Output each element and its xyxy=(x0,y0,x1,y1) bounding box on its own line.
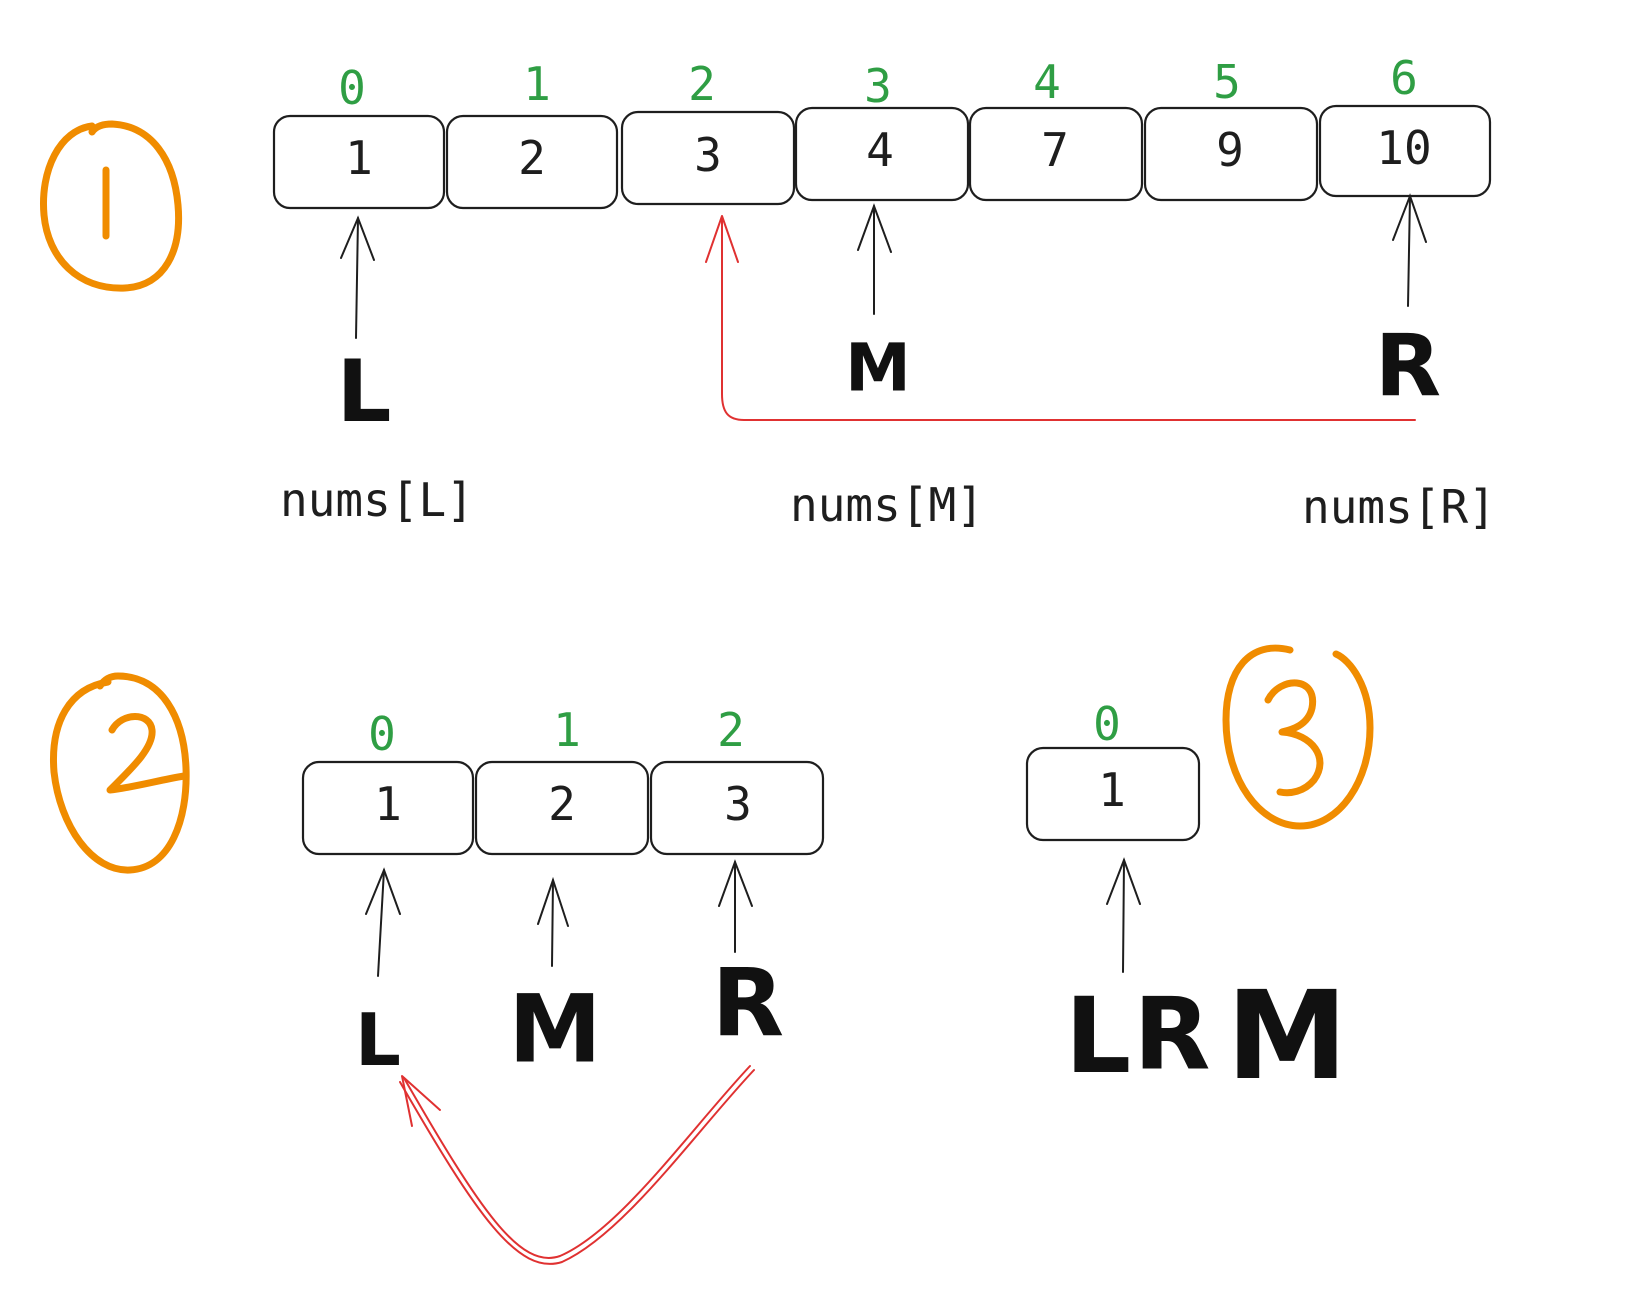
step-2-pointer-R: R xyxy=(712,950,784,1059)
step-3-badge-numeral xyxy=(1264,679,1324,797)
step-2-array: 1 0 2 1 3 2 xyxy=(301,703,825,856)
step-1-badge-circle xyxy=(39,120,183,292)
cell-value: 1 xyxy=(345,131,373,185)
step-1-pointer-M-arrow xyxy=(857,203,892,315)
step-1-expression-mid: nums[M] xyxy=(790,478,984,532)
step-1-move-arrow xyxy=(705,215,1416,421)
step-1-pointer-R: R xyxy=(1375,316,1441,416)
array-cell: 1 0 xyxy=(301,707,475,856)
cell-value: 9 xyxy=(1216,123,1244,177)
cell-index: 5 xyxy=(1213,55,1241,109)
step-3-pointer-L: L xyxy=(1065,975,1131,1097)
cell-index: 1 xyxy=(553,703,581,757)
cell-value: 10 xyxy=(1376,121,1431,175)
array-cell: 2 1 xyxy=(474,703,650,856)
array-cell: 1 0 xyxy=(1025,697,1201,842)
cell-index: 1 xyxy=(523,57,551,111)
step-1-pointer-R-arrow xyxy=(1392,193,1427,307)
step-1-pointer-L: L xyxy=(337,342,392,442)
cell-index: 0 xyxy=(338,61,366,115)
step-1: 1 1 0 2 1 3 2 4 3 xyxy=(39,51,1496,534)
step-1-expression-right: nums[R] xyxy=(1302,480,1496,534)
step-3-badge-circle xyxy=(1222,644,1374,830)
step-2-pointer-M: M xyxy=(508,976,602,1085)
step-2: 2 1 0 2 1 3 2 xyxy=(49,672,825,1265)
array-cell: 2 1 xyxy=(445,57,619,210)
step-2-pointer-L: L xyxy=(355,998,401,1082)
step-3-array: 1 0 xyxy=(1025,697,1201,842)
step-1-array: 1 0 2 1 3 2 4 3 7 4 xyxy=(272,51,1492,210)
step-2-pointer-M-arrow xyxy=(537,876,569,967)
step-3-pointer-arrow xyxy=(1106,857,1141,973)
cell-index: 4 xyxy=(1033,55,1061,109)
cell-index: 2 xyxy=(717,703,745,757)
cell-value: 3 xyxy=(694,128,722,182)
step-2-badge: 2 xyxy=(49,672,190,874)
step-2-badge-circle xyxy=(49,672,190,874)
cell-value: 7 xyxy=(1041,123,1069,177)
step-3-pointer-R: R xyxy=(1133,976,1210,1093)
array-cell: 3 2 xyxy=(649,703,825,856)
step-1-expression-left: nums[L] xyxy=(280,473,474,527)
cell-value: 3 xyxy=(724,777,752,831)
step-2-badge-numeral xyxy=(106,713,188,794)
step-2-pointer-R-arrow xyxy=(718,859,753,953)
array-cell: 7 4 xyxy=(968,55,1144,202)
cell-index: 0 xyxy=(1093,697,1121,751)
step-2-move-arrow xyxy=(399,1065,755,1265)
array-cell: 4 3 xyxy=(794,59,970,202)
array-cell: 1 0 xyxy=(272,61,446,210)
step-3: 1 0 L R M 3 xyxy=(1025,644,1374,1107)
cell-index: 0 xyxy=(368,707,396,761)
cell-value: 2 xyxy=(518,131,546,185)
cell-index: 2 xyxy=(688,57,716,111)
cell-value: 4 xyxy=(866,123,894,177)
cell-value: 2 xyxy=(548,777,576,831)
cell-index: 6 xyxy=(1390,51,1418,105)
array-cell: 10 6 xyxy=(1318,51,1492,198)
array-cell: 3 2 xyxy=(620,57,796,206)
step-3-pointer-M: M xyxy=(1226,965,1347,1107)
step-1-pointer-L-arrow xyxy=(340,215,375,339)
step-1-badge: 1 xyxy=(39,120,183,292)
array-cell: 9 5 xyxy=(1143,55,1319,202)
step-1-pointer-M: M xyxy=(845,330,911,407)
step-2-pointer-L-arrow xyxy=(365,867,401,977)
cell-index: 3 xyxy=(864,59,892,113)
cell-value: 1 xyxy=(1098,763,1126,817)
cell-value: 1 xyxy=(374,777,402,831)
step-3-badge: 3 xyxy=(1222,644,1374,830)
